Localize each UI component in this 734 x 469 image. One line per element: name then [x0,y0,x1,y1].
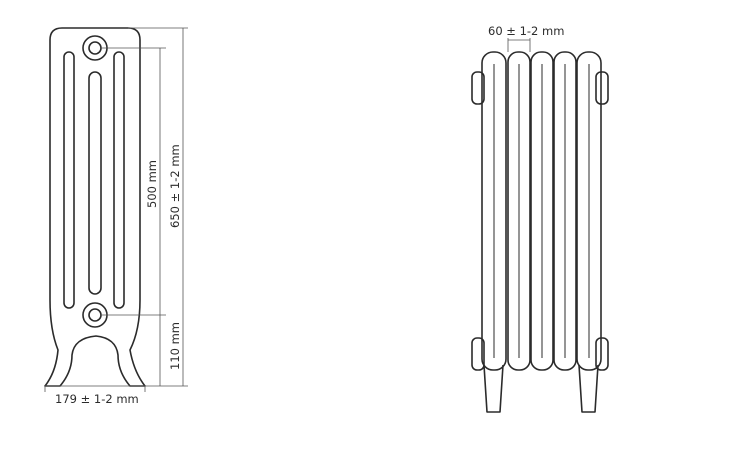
side-right-bottom-boss [595,337,609,371]
side-left-bottom-boss [471,337,485,371]
section-3 [530,51,554,371]
side-view [471,51,609,413]
section-1 [481,51,507,371]
front-outline [44,27,146,387]
column-slot-left [63,51,75,309]
column-slot-center [88,71,102,295]
side-dimensions [507,38,531,52]
column-slot-right [113,51,125,309]
section-4 [553,51,577,371]
height-label: 650 ± 1-2 mm [168,144,182,228]
side-left-foot [483,364,504,413]
bottom-clearance-label: 110 mm [168,322,182,370]
width-label: 179 ± 1-2 mm [55,392,139,406]
bottom-nipple-inner [88,308,102,322]
section-5 [576,51,602,371]
side-left-top-boss [471,71,485,105]
top-nipple-inner [88,41,102,55]
front-dimensions [44,27,188,392]
section-width-label: 60 ± 1-2 mm [488,24,564,38]
axle-spacing-label: 500 mm [145,160,159,208]
section-2 [507,51,531,371]
front-view [44,27,146,387]
side-right-foot [578,364,599,413]
side-right-top-boss [595,71,609,105]
